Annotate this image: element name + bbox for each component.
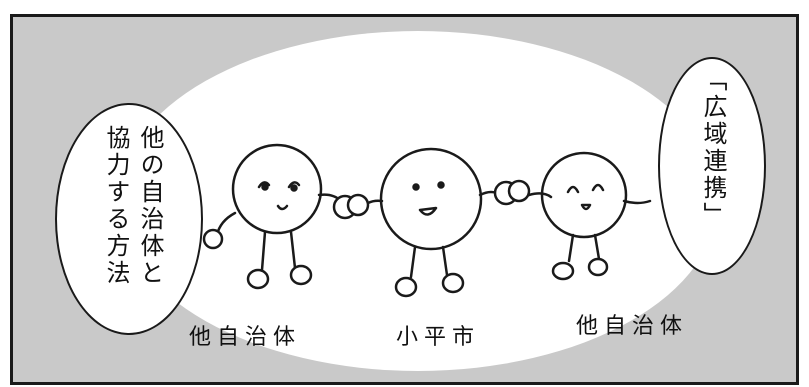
- characters-illustration: [202, 143, 652, 298]
- label-right-municipality: 他自治体: [576, 314, 689, 339]
- speech-text-right: 「広域連携」: [699, 67, 727, 229]
- clasped-hands-right: [493, 179, 531, 206]
- speech-text-left: 他の自治体と 協力する方法: [99, 125, 167, 287]
- speech-line-1: 他の自治体と: [136, 125, 164, 287]
- left-figure: [202, 143, 343, 290]
- speech-line-2: 協力する方法: [102, 125, 130, 287]
- center-figure: [366, 147, 502, 298]
- right-figure: [527, 151, 652, 281]
- label-left-municipality: 他自治体: [189, 325, 302, 350]
- comic-panel: 他の自治体と 協力する方法 「広域連携」: [10, 14, 799, 385]
- label-kodaira-city: 小平市: [396, 325, 481, 350]
- clasped-hands-left: [332, 193, 370, 220]
- speech-balloon-left: 他の自治体と 協力する方法: [55, 103, 203, 335]
- speech-balloon-right: 「広域連携」: [658, 57, 766, 275]
